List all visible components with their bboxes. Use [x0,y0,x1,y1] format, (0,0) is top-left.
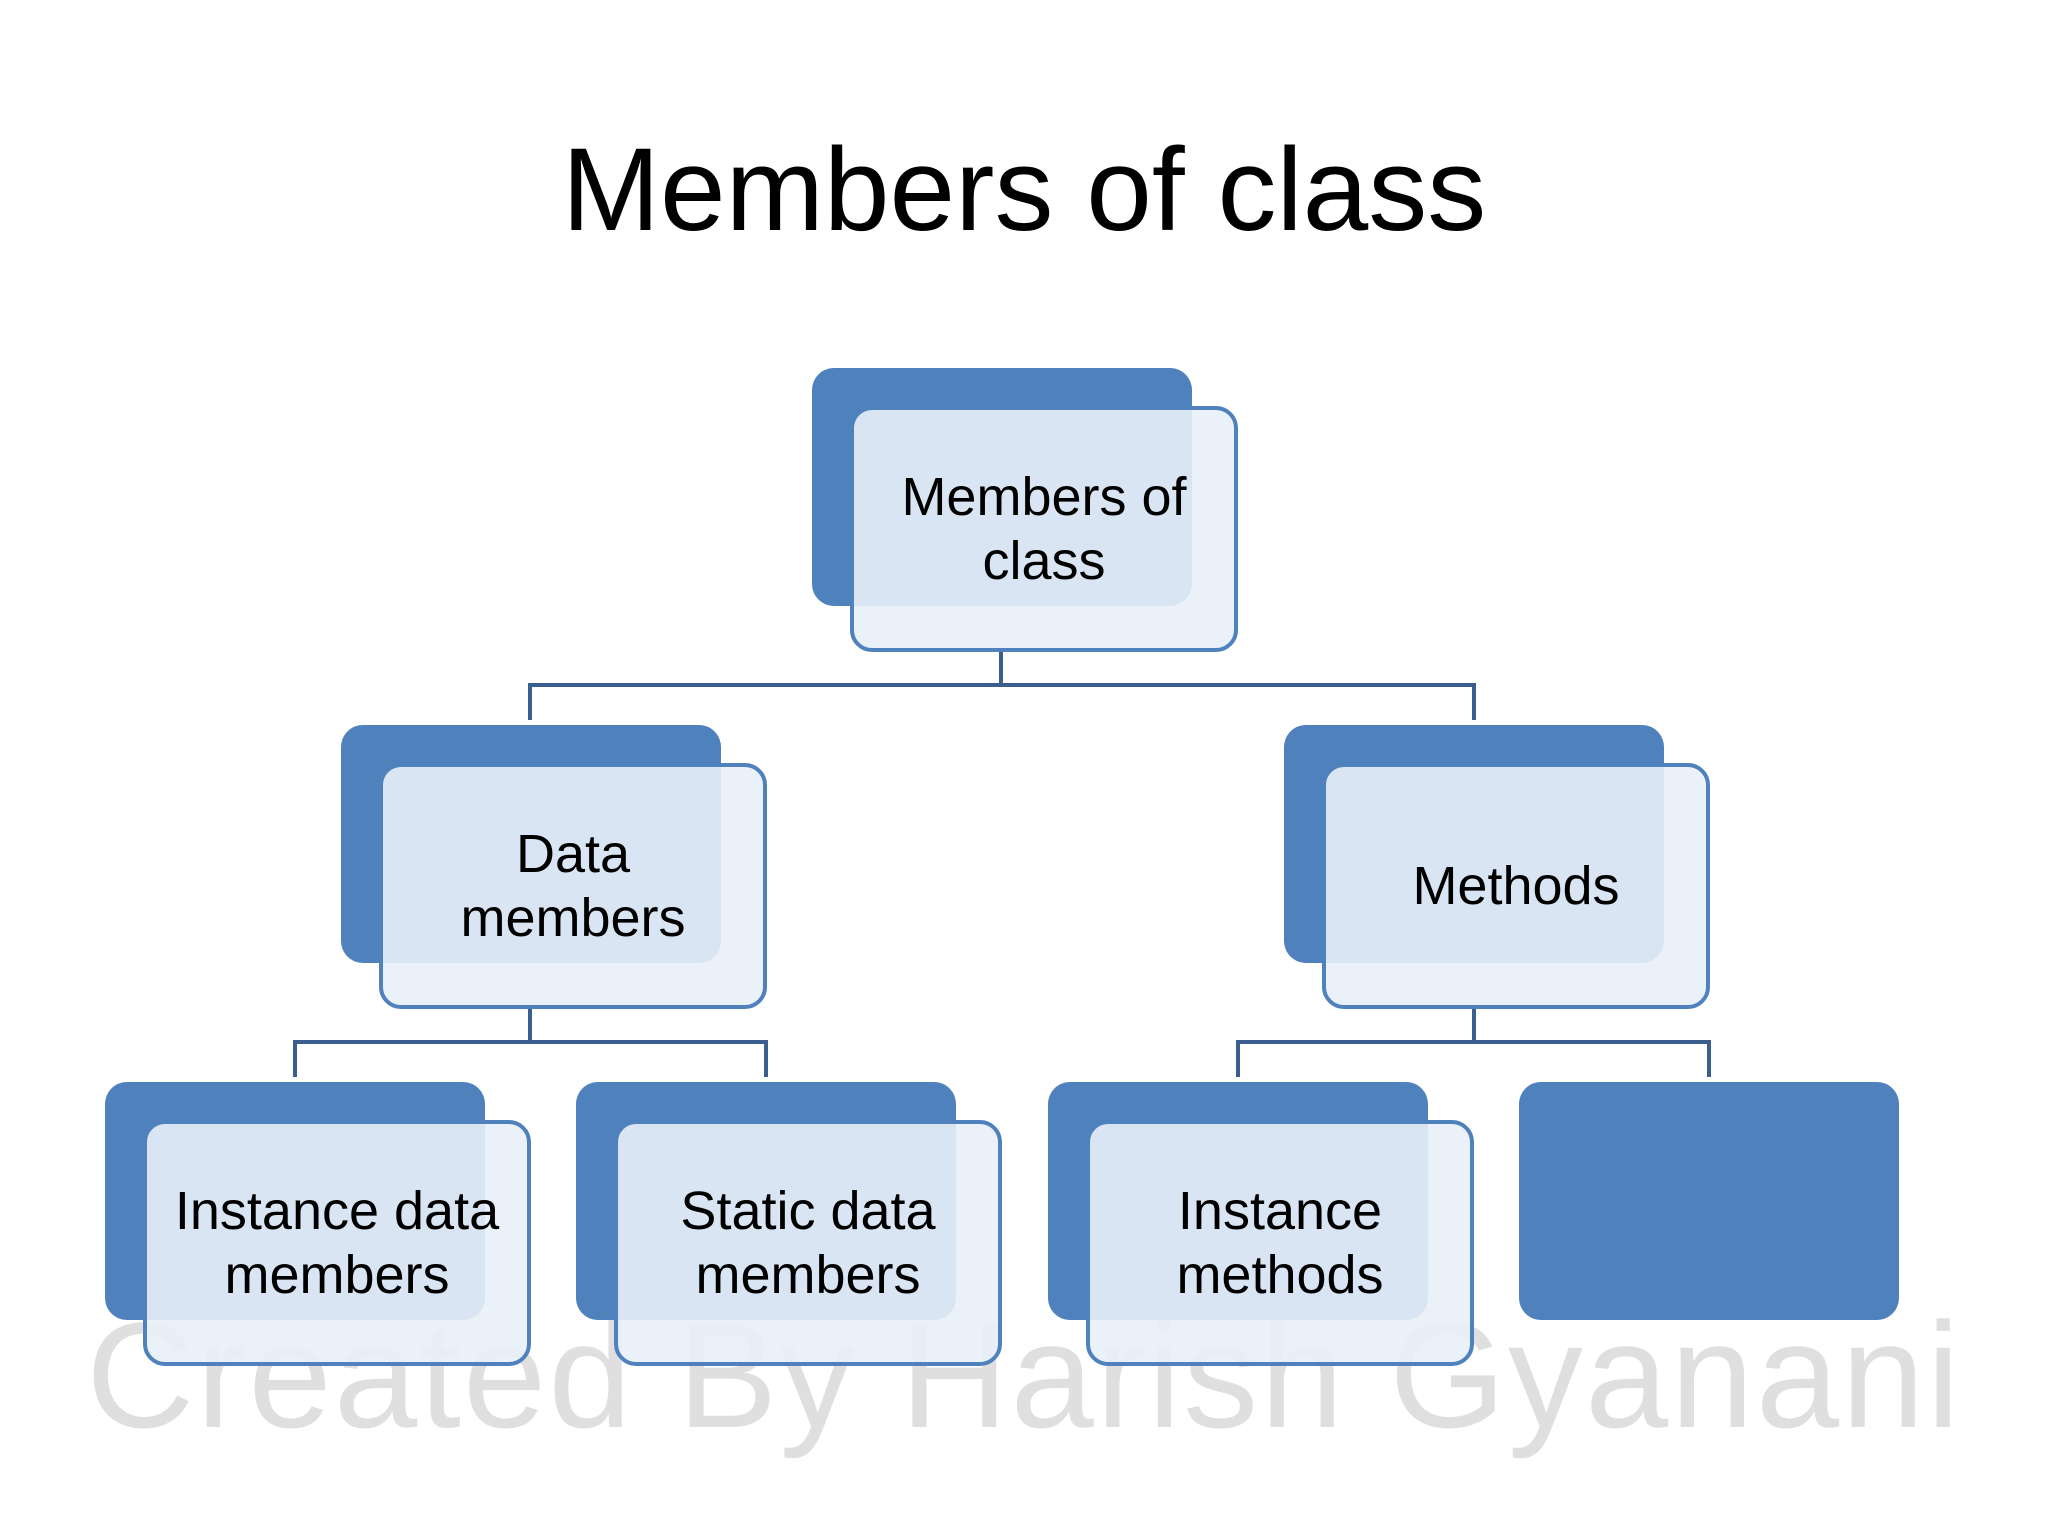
node-label: Members of class [901,467,1187,591]
node-card: Members of class [850,406,1238,652]
node-card: Instance methods [1086,1120,1474,1366]
connector-root-branch [528,683,1476,720]
node-label: Instance data members [174,1181,500,1305]
node-label: Static data members [680,1181,936,1305]
node-label: Data members [460,824,686,948]
connector-methods-branch [1236,1040,1711,1077]
node-empty-placeholder [1519,1082,1899,1320]
node-card: Instance data members [143,1120,531,1366]
connector-data-members-branch [293,1040,768,1077]
node-label: Instance methods [1176,1181,1384,1305]
node-card: Methods [1322,763,1710,1009]
node-card: Data members [379,763,767,1009]
node-label: Methods [1412,856,1620,916]
slide-title: Members of class [561,124,1487,256]
node-card: Static data members [614,1120,1002,1366]
